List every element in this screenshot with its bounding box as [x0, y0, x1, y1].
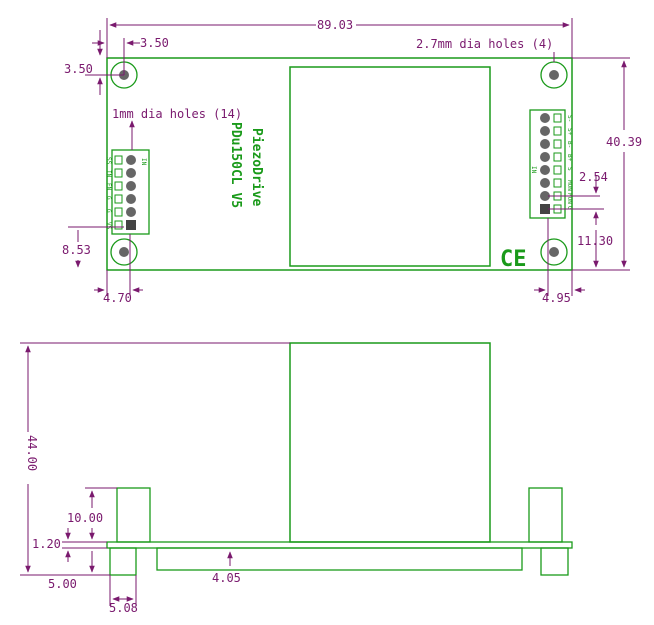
svg-text:3.50: 3.50 [64, 62, 93, 76]
pin-marker [114, 194, 123, 204]
pin-marker [553, 139, 562, 149]
pin-marker [114, 155, 123, 165]
pin-label: B+ [566, 154, 573, 162]
right-pin1-mark: IN [530, 166, 537, 174]
dim-pin-pitch: 2.54 [548, 170, 608, 225]
side-left-header [116, 487, 151, 543]
side-right-pin [540, 547, 569, 576]
right-header: S- S+ B- B+ S MON MON G IN [529, 109, 573, 219]
brand-label: PiezoDrive [249, 128, 264, 206]
svg-text:44.00: 44.00 [25, 435, 39, 471]
svg-text:1.20: 1.20 [32, 537, 61, 551]
pin-label: VS [105, 222, 112, 230]
svg-text:11.30: 11.30 [577, 234, 613, 248]
header-pad [540, 191, 550, 201]
board-outline [106, 57, 573, 271]
header-pad [126, 207, 136, 217]
dim-board-thickness: 1.20 [32, 528, 107, 562]
pin-label: MON [566, 193, 573, 204]
pin-label: MON [566, 180, 573, 191]
dim-pin-length: 5.00 [48, 551, 95, 591]
svg-text:4.95: 4.95 [542, 291, 571, 305]
header-pad [126, 168, 136, 178]
side-pcb [106, 541, 573, 549]
dim-right-header-x: 4.95 [534, 218, 585, 305]
header-pad [540, 178, 550, 188]
mounting-holes-callout: 2.7mm dia holes (4) [416, 37, 555, 62]
dim-header-tall: 10.00 [67, 487, 117, 540]
svg-text:10.00: 10.00 [67, 511, 103, 525]
pin-label: G [105, 209, 112, 213]
pin-marker [553, 178, 562, 188]
dim-hole-offset-x: 3.50 [92, 36, 169, 75]
dim-total-height: 44.00 [20, 342, 290, 576]
header-pad [540, 165, 550, 175]
svg-text:2.54: 2.54 [579, 170, 608, 184]
left-header: SS IN EN G G VS IN [105, 149, 150, 235]
mounting-hole [110, 238, 138, 266]
svg-text:40.39: 40.39 [606, 135, 642, 149]
pin-marker [114, 220, 123, 230]
header-pad [126, 194, 136, 204]
svg-text:1mm dia holes (14): 1mm dia holes (14) [112, 107, 242, 121]
pin-marker [114, 207, 123, 217]
pin-marker [553, 165, 562, 175]
svg-text:89.03: 89.03 [317, 18, 353, 32]
pin-marker [553, 113, 562, 123]
mounting-hole [540, 61, 568, 89]
svg-text:4.05: 4.05 [212, 571, 241, 585]
side-large-component [289, 342, 491, 543]
pin-marker [114, 168, 123, 178]
pin-label: S- [566, 115, 573, 122]
dim-board-width: 89.03 [106, 18, 573, 58]
header-pad [540, 204, 550, 214]
pin-label: G [566, 206, 573, 210]
side-right-header [528, 487, 563, 543]
pin-label: S [566, 167, 573, 171]
dim-left-header-offset: 8.53 [62, 226, 124, 268]
mounting-hole [540, 238, 568, 266]
left-pin1-mark: IN [140, 158, 147, 166]
header-pad [126, 181, 136, 191]
svg-text:8.53: 8.53 [62, 243, 91, 257]
pin-label: EN [105, 183, 112, 191]
model-label: PDu150CL V5 [228, 122, 243, 208]
large-component [289, 66, 491, 267]
svg-text:3.50: 3.50 [140, 36, 169, 50]
pin-marker [114, 181, 123, 191]
svg-text:4.70: 4.70 [103, 291, 132, 305]
header-pad [126, 155, 136, 165]
pin-marker [553, 126, 562, 136]
pin-label: IN [105, 170, 112, 178]
header-pad [540, 152, 550, 162]
header-pad [540, 113, 550, 123]
svg-text:2.7mm dia holes (4): 2.7mm dia holes (4) [416, 37, 553, 51]
dim-left-header-x: 4.70 [94, 234, 143, 305]
dim-header-height: 11.30 [560, 208, 613, 268]
header-pad [540, 126, 550, 136]
pin-label: SS [105, 157, 112, 165]
dim-pin-width: 5.08 [109, 575, 138, 615]
side-bottom-component [156, 547, 523, 571]
header-pad [540, 139, 550, 149]
pin-label: B- [566, 141, 573, 148]
pin-label: S+ [566, 128, 573, 136]
pin-label: G [105, 196, 112, 200]
dim-hole-offset-y: 3.50 [64, 30, 124, 95]
svg-text:5.08: 5.08 [109, 601, 138, 615]
dim-board-height: 40.39 [572, 57, 642, 271]
small-holes-callout: 1mm dia holes (14) [112, 107, 242, 150]
dim-bottom-clearance: 4.05 [212, 551, 241, 585]
side-view: 44.00 10.00 1.20 5.00 5.08 [20, 342, 573, 615]
top-view: SS IN EN G G VS IN S- S+ B- B+ S MON MON G IN PiezoD… [62, 18, 642, 305]
header-pad [126, 220, 136, 230]
ce-mark: CE [500, 247, 527, 272]
svg-text:5.00: 5.00 [48, 577, 77, 591]
side-left-pin [109, 547, 137, 576]
pin-marker [553, 152, 562, 162]
